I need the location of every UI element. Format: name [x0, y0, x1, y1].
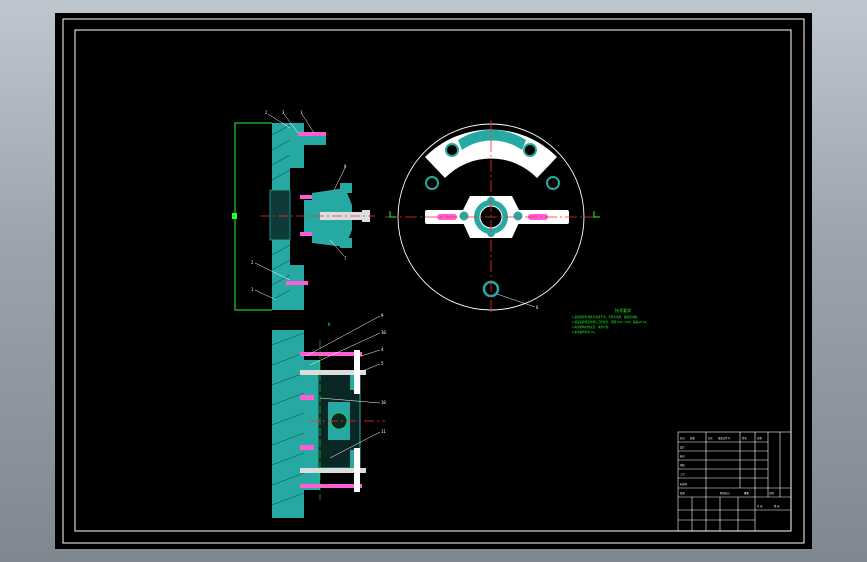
clamp-block-top: [290, 123, 304, 168]
pin: [300, 395, 314, 400]
title-cell: 标记: [680, 436, 685, 440]
balloon-label: 3: [282, 110, 285, 115]
bolt-nut: [362, 210, 370, 222]
clamp-block-bottom: [290, 265, 304, 310]
section-marker-right: [593, 211, 600, 218]
title-cell: 处数: [690, 436, 695, 440]
title-cell: 分区: [708, 436, 713, 440]
chuck-hole: [458, 210, 470, 222]
note-line: 3.夹紧机构动作灵活，夹紧可靠。: [572, 325, 611, 329]
drawing-sheet: [55, 13, 812, 549]
balloon-label: 9: [381, 313, 384, 318]
balloon-label: 4: [381, 347, 384, 352]
stud-lower: [300, 468, 366, 473]
arc-hole-right: [523, 143, 537, 157]
title-cell: 校对: [680, 454, 685, 458]
title-cell: 审核: [680, 463, 685, 467]
balloon-label: 7: [344, 256, 347, 261]
jaw-cap-top: [340, 183, 352, 193]
title-cell: 工艺: [680, 472, 685, 476]
arc-slot: [458, 129, 526, 150]
balloon-label: 8: [344, 164, 347, 169]
side-view: 2 3 1 8 7 2 1: [232, 110, 375, 311]
bolt-head-bottom: [354, 448, 360, 492]
top-view: 6: [385, 120, 600, 312]
leader-line: [496, 293, 536, 308]
title-cell: 设计: [680, 445, 685, 449]
front-riser: [304, 360, 320, 490]
balloon-label: 10: [381, 330, 386, 335]
notes-title: 技术要求: [615, 307, 631, 313]
title-block-text: 标记 处数 分区 更改文件号 签名 日期 设计 校对 审核 工艺 标准化 批准 …: [680, 436, 780, 508]
bore: [269, 189, 291, 241]
title-cell: 签名: [742, 436, 747, 440]
note-line: 4.未注倒角均为 C1。: [572, 330, 597, 334]
balloon-label: 10: [381, 400, 386, 405]
technical-notes: 技术要求 1.装配前所有零件应清洗干净，不得有毛刺、铁屑等杂物。 2.装配后检查…: [572, 307, 649, 334]
mount-hole-left: [425, 176, 439, 190]
height-dimension: [234, 122, 272, 311]
title-cell: 阶段标记: [720, 491, 730, 495]
title-block: [677, 431, 792, 532]
title-cell: 第 张: [774, 504, 780, 508]
section-label: K: [328, 322, 331, 327]
title-cell: 重量: [744, 491, 749, 495]
chuck-hole: [487, 229, 495, 237]
jaw-cap-bottom: [340, 238, 352, 248]
title-cell: 共 张: [757, 504, 763, 508]
title-cell: 标准化: [680, 482, 688, 486]
front-view: K 9 10 4 5 10 11: [271, 313, 386, 518]
note-line: 1.装配前所有零件应清洗干净，不得有毛刺、铁屑等杂物。: [572, 315, 639, 319]
dimension-mark: [232, 213, 237, 219]
long-bolt-top: [300, 352, 362, 356]
long-bolt-bottom: [300, 484, 362, 488]
balloon-label: 11: [381, 429, 386, 434]
mount-hole-right: [546, 176, 560, 190]
bolt-head-top: [354, 350, 360, 394]
arc-hole-left: [445, 143, 459, 157]
balloon-label: 1: [251, 287, 254, 292]
balloon-label: 1: [300, 110, 303, 115]
pin: [300, 445, 314, 450]
pin-upper: [300, 195, 312, 199]
right-slot: [528, 214, 548, 220]
stud-upper: [300, 370, 366, 375]
note-line: 2.装配后检查定位销与工件配合，间隙 0.02~0.05，偏差≤0.01。: [572, 320, 649, 324]
inner-frame: [74, 29, 792, 532]
outer-frame: [62, 18, 805, 544]
chuck-hole: [512, 210, 524, 222]
top-bolt: [298, 132, 326, 136]
front-base-plate: [272, 330, 304, 518]
bottom-bolt: [286, 281, 308, 285]
title-cell: 更改文件号: [718, 436, 731, 440]
title-cell: 日期: [757, 436, 762, 440]
title-cell: 比例: [769, 491, 774, 495]
balloon-label: 6: [536, 305, 539, 310]
balloon-label: 2: [265, 110, 268, 115]
balloon-label: 2: [251, 260, 254, 265]
pin-lower: [300, 232, 312, 236]
title-cell: 批准: [680, 491, 685, 495]
balloon-label: 5: [381, 361, 384, 366]
section-marker-left: [389, 211, 396, 218]
